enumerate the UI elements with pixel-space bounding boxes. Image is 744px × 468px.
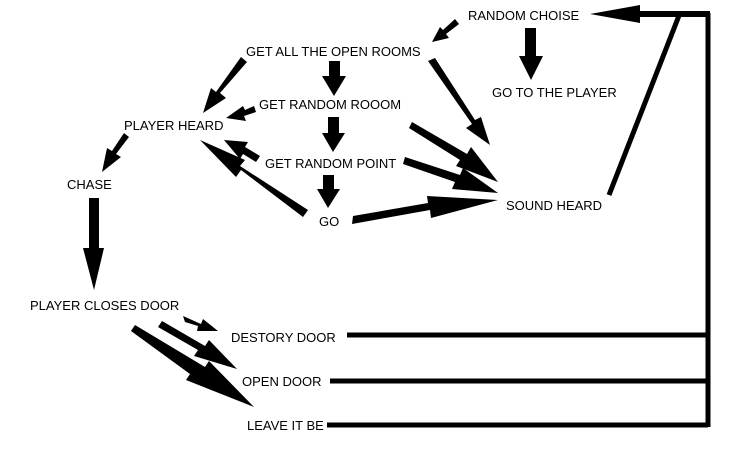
arrow-get-random-point-to-go [317,175,340,208]
arrow-get-random-point-to-player-heard [224,140,260,162]
node-get-random-room: GET RANDOM ROOOM [259,97,402,112]
arrow-random-choice-to-get-all-rooms [432,19,459,42]
arrow-get-random-room-to-sound-heard [409,122,498,182]
arrows [83,5,710,407]
node-player-heard: PLAYER HEARD [124,118,224,133]
node-random-choice: RANDOM CHOISE [468,8,580,23]
arrow-chase-to-player-closes-door [83,198,104,290]
node-sound-heard: SOUND HEARD [506,198,603,213]
node-leave-it-be: LEAVE IT BE [247,418,324,433]
arrow-get-random-point-to-sound-heard [403,157,498,193]
arrow-player-closes-door-to-leave-it-be [131,325,254,407]
arrow-get-all-rooms-to-get-random-room [322,61,346,96]
node-get-all-open-rooms: GET ALL THE OPEN ROOMS [246,44,421,59]
node-destroy-door: DESTORY DOOR [231,330,336,345]
node-go: GO [319,214,340,229]
arrow-go-to-player-heard [200,140,308,217]
node-chase: CHASE [67,177,112,192]
arrow-go-to-sound-heard [352,196,498,224]
arrow-get-all-rooms-to-player-heard [203,57,247,113]
line-sound-heard-up-to-top [606,12,683,196]
node-player-closes-door: PLAYER CLOSES DOOR [30,298,180,313]
arrow-player-heard-to-chase [102,133,129,172]
arrow-get-random-room-to-get-random-point [322,117,345,152]
connector-lines [327,12,711,428]
node-get-random-point: GET RANDOM POINT [265,156,397,171]
arrow-player-closes-door-to-destroy-door [183,316,218,331]
arrow-random-choice-to-go-to-player [519,28,543,80]
arrow-rail-to-random-choice [590,5,710,23]
node-go-to-player: GO TO THE PLAYER [492,85,617,100]
node-open-door: OPEN DOOR [242,374,322,389]
arrow-player-closes-door-to-open-door [158,321,237,369]
arrow-get-all-rooms-to-sound-heard [428,58,490,145]
arrow-get-random-room-to-player-heard [226,106,256,121]
